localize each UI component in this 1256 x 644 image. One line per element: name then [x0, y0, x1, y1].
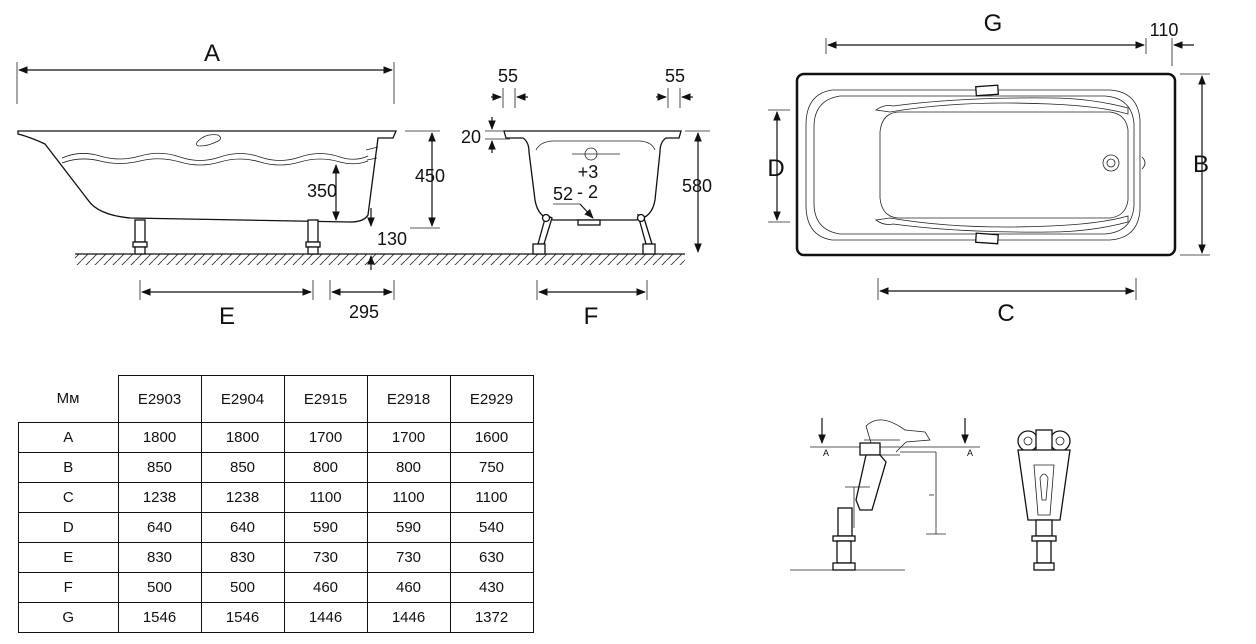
label-e: E: [219, 303, 235, 330]
row-label: F: [18, 572, 119, 603]
table-cell: 1600: [449, 422, 534, 453]
tub-end-body: [503, 130, 682, 221]
label-450: 450: [415, 166, 445, 186]
top-drain-icon: [1102, 154, 1120, 172]
overflow-symbol: [196, 134, 221, 147]
table-cell: 590: [283, 512, 368, 543]
label-130: 130: [377, 229, 407, 249]
table-corner-unit: Мм: [18, 375, 119, 423]
table-cell: 1546: [200, 602, 285, 633]
label-section-a-right: A: [967, 448, 973, 458]
column-header: E2915: [283, 375, 368, 423]
label-c: C: [997, 300, 1014, 327]
label-55-left: 55: [498, 66, 518, 86]
column-header: E2903: [117, 375, 202, 423]
label-110: 110: [1150, 20, 1179, 40]
table-row: A 1800 1800 1700 1700 1600: [18, 422, 534, 453]
leg-detail-side: A A: [790, 418, 980, 571]
side-view: A 350 450 130: [16, 40, 685, 330]
table-row: B 850 850 800 800 750: [18, 452, 534, 483]
dimensions-table: Мм E2903 E2904 E2915 E2918 E2929 A 1800 …: [18, 375, 534, 633]
table-cell: 540: [449, 512, 534, 543]
label-tol-plus: +3: [578, 162, 599, 182]
table-cell: 500: [200, 572, 285, 603]
label-295: 295: [349, 302, 379, 322]
table-row: D 640 640 590 590 540: [18, 512, 534, 543]
table-cell: 640: [117, 512, 202, 543]
table-cell: 430: [449, 572, 534, 603]
label-a: A: [204, 40, 220, 67]
table-header-row: Мм E2903 E2904 E2915 E2918 E2929: [18, 375, 534, 423]
table-cell: 1800: [200, 422, 285, 453]
table-cell: 1372: [449, 602, 534, 633]
row-label: D: [18, 512, 119, 543]
label-d: D: [767, 155, 784, 182]
drain-symbol: [584, 147, 598, 161]
table-cell: 1446: [366, 602, 451, 633]
table-cell: 1100: [283, 482, 368, 513]
table-row: G 1546 1546 1446 1446 1372: [18, 602, 534, 633]
tub-top-outline: [795, 72, 1177, 257]
table-row: C 1238 1238 1100 1100 1100: [18, 482, 534, 513]
table-row: E 830 830 730 730 630: [18, 542, 534, 573]
label-g: G: [984, 10, 1003, 37]
table-cell: 730: [283, 542, 368, 573]
table-cell: 800: [283, 452, 368, 483]
leg-detail-front: [1017, 429, 1071, 571]
row-label: E: [18, 542, 119, 573]
label-52: 52: [553, 184, 573, 204]
table-cell: 590: [366, 512, 451, 543]
table-cell: 830: [117, 542, 202, 573]
label-55-right: 55: [665, 66, 685, 86]
label-20: 20: [461, 127, 481, 147]
column-header: E2929: [449, 375, 534, 423]
top-view: G 110 D B C: [767, 10, 1210, 327]
floor-hatch: [75, 254, 685, 265]
table-cell: 850: [200, 452, 285, 483]
side-leg-right: [305, 219, 321, 255]
table-cell: 1546: [117, 602, 202, 633]
column-header: E2904: [200, 375, 285, 423]
table-cell: 1238: [117, 482, 202, 513]
table-cell: 1446: [283, 602, 368, 633]
table-cell: 460: [283, 572, 368, 603]
label-tol-minus: - 2: [577, 182, 598, 202]
column-header: E2918: [366, 375, 451, 423]
table-cell: 1100: [449, 482, 534, 513]
row-label: B: [18, 452, 119, 483]
table-cell: 1100: [366, 482, 451, 513]
label-b: B: [1193, 151, 1209, 178]
label-section-a-left: A: [823, 448, 829, 458]
table-cell: 1700: [366, 422, 451, 453]
label-f: F: [584, 303, 599, 330]
row-label: G: [18, 602, 119, 633]
end-leg-right: [636, 213, 656, 255]
table-cell: 1238: [200, 482, 285, 513]
row-label: C: [18, 482, 119, 513]
end-view: 55 55 20 +3 52 - 2: [461, 66, 712, 330]
end-leg-left: [532, 213, 553, 255]
table-cell: 750: [449, 452, 534, 483]
side-leg-left: [132, 219, 148, 255]
table-cell: 630: [449, 542, 534, 573]
table-cell: 800: [366, 452, 451, 483]
table-cell: 730: [366, 542, 451, 573]
table-cell: 850: [117, 452, 202, 483]
table-cell: 1800: [117, 422, 202, 453]
table-cell: 830: [200, 542, 285, 573]
table-cell: 460: [366, 572, 451, 603]
table-row: F 500 500 460 460 430: [18, 572, 534, 603]
table-cell: 500: [117, 572, 202, 603]
row-label: A: [18, 422, 119, 453]
tub-side-body: [17, 130, 397, 223]
label-350: 350: [307, 181, 337, 201]
label-580: 580: [682, 176, 712, 196]
table-cell: 1700: [283, 422, 368, 453]
table-cell: 640: [200, 512, 285, 543]
